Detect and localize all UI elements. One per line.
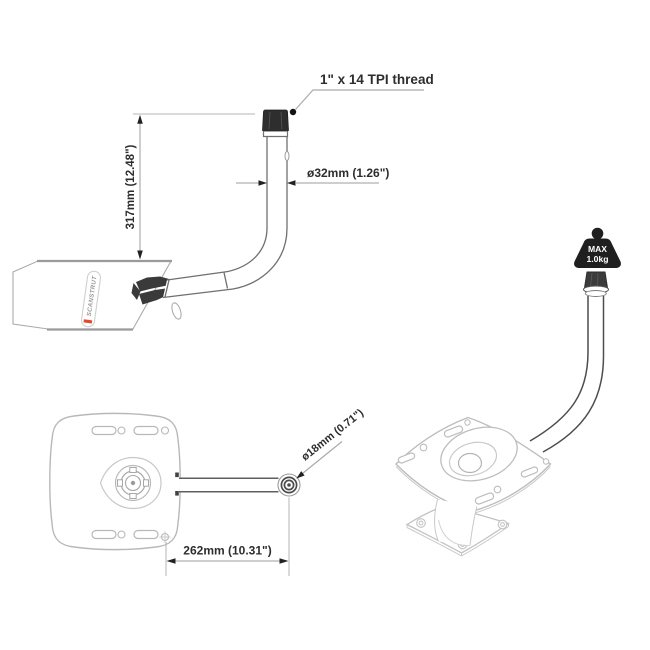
clamp-lower-jaw <box>139 288 171 305</box>
plate-slot-tl <box>91 425 117 436</box>
dia18-leader-line <box>297 441 343 478</box>
dia32-right-arrow <box>287 180 296 186</box>
neck-right-line <box>469 506 478 546</box>
top-view-figure: ø18mm (0.71") 262mm (10.31") <box>49 407 366 576</box>
elbow-outer-curve <box>232 227 288 290</box>
cap-hatch-1 <box>268 111 271 130</box>
plate-iso-hole-1 <box>419 443 428 452</box>
cap-hatch-2 <box>280 111 283 130</box>
len262-arrow-left <box>166 558 176 564</box>
plate-hole-t1 <box>117 426 126 435</box>
thread-leader-line <box>295 89 424 110</box>
boss-1 <box>416 518 426 528</box>
isometric-view-figure: MAX 1.0kg <box>395 227 621 557</box>
plate-iso-slot-3 <box>520 466 539 478</box>
arrowhead-up <box>137 114 143 124</box>
arm-bottom-line <box>162 288 234 299</box>
arm-top-line <box>166 270 229 281</box>
plate-hole-b1 <box>117 530 126 539</box>
plate-iso-slot-2 <box>397 452 416 464</box>
arm-mount-tick-bottom <box>175 491 179 496</box>
plate-hole-t2 <box>160 426 170 435</box>
dia18-arrow <box>296 471 305 479</box>
thread-cap-side <box>262 109 289 131</box>
height-dimension-label: 317mm (12.48") <box>125 144 137 229</box>
plate-iso-corner-hole-2 <box>542 458 550 465</box>
arrowhead-down <box>137 250 143 260</box>
opening-inner-lip <box>448 441 498 477</box>
knob-tab-bottom <box>129 493 137 499</box>
plate-crosshair-hole <box>159 531 171 543</box>
logo-badge: SCANSTRUT <box>80 270 102 328</box>
arm-end-center-dot <box>287 483 291 487</box>
cap-iso-hatch-2 <box>597 272 599 288</box>
max-weight-icon: MAX 1.0kg <box>574 227 621 268</box>
weight-body <box>574 238 621 268</box>
plate-iso-corner-hole-1 <box>464 419 471 426</box>
boss-1-hole <box>418 520 424 526</box>
plate-iso-hole-2 <box>493 485 502 494</box>
elbow-inner-curve <box>227 227 268 273</box>
pole-notch <box>284 151 290 161</box>
clamp-loop <box>171 302 182 320</box>
pole-diameter-label: ø32mm (1.26") <box>307 166 389 180</box>
arm-joint-line <box>223 272 229 289</box>
plate-iso-slot-1 <box>443 425 464 438</box>
arm-fill <box>163 228 287 298</box>
arm-mount-tick-top <box>175 472 179 478</box>
arm-diameter-label: ø18mm (0.71") <box>299 407 366 464</box>
arm-clamp-joint-line <box>164 279 170 298</box>
knob-center-dot <box>130 480 136 486</box>
plate-iso-slot-4 <box>474 492 495 505</box>
neck-cone-curve <box>438 519 470 547</box>
neck-left-line <box>433 499 439 542</box>
clamp-upper-jaw <box>136 276 171 292</box>
arm-length-label: 262mm (10.31") <box>183 544 271 558</box>
knob-tab-top <box>129 467 137 473</box>
iso-pole-fill <box>530 296 604 452</box>
iso-pole-outer-line <box>542 296 605 453</box>
arm-fill-top-view <box>179 478 279 492</box>
pole-fill <box>267 135 287 230</box>
plate-slot-br <box>133 529 159 540</box>
dia32-left-arrow <box>258 180 267 186</box>
max-load-line2: 1.0kg <box>587 254 609 264</box>
clamp-tip <box>131 283 141 300</box>
boss-2 <box>497 519 508 530</box>
thread-annotation: 1" x 14 TPI thread <box>320 72 434 87</box>
leader-dot <box>289 108 297 116</box>
side-view-figure: 317mm (12.48") SCANSTRUT <box>12 72 434 331</box>
knob-tab-left <box>117 479 123 487</box>
logo-badge-outline <box>80 270 102 328</box>
plate-slot-tr <box>133 425 159 436</box>
cap-iso-hatch-1 <box>590 272 593 288</box>
len262-arrow-right <box>279 558 289 564</box>
logo-red-bar <box>83 319 93 324</box>
iso-pole-inner-line <box>529 296 589 442</box>
max-load-line1: MAX <box>588 244 607 254</box>
plate-slot-bl <box>91 529 117 540</box>
weight-knob <box>591 227 604 240</box>
boss-2-hole <box>500 522 505 527</box>
knob-tab-right <box>143 479 149 487</box>
pedestal-neck-fill <box>434 499 477 546</box>
thread-collar <box>262 130 289 138</box>
pole-socket <box>457 452 483 474</box>
thread-flange-lower <box>584 290 607 297</box>
